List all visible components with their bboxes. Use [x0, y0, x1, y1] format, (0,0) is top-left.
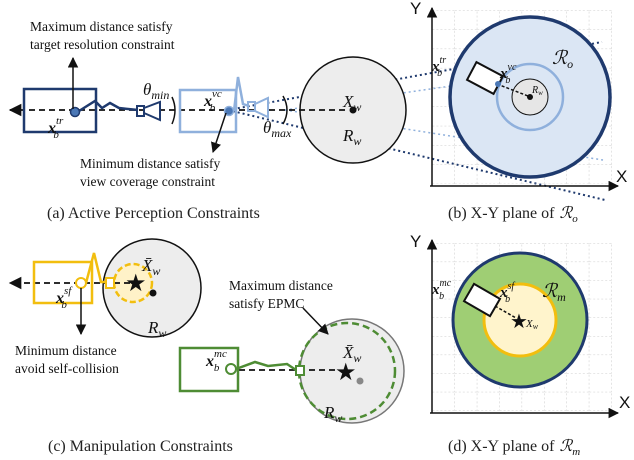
- region-m-inner-ring: [482, 282, 558, 358]
- robot-d: [462, 282, 502, 318]
- robot-d-ray: [494, 305, 517, 319]
- robot-base-near-center: [223, 105, 235, 117]
- note-c-max-line2: satisfy EPMC: [229, 296, 304, 311]
- caption-a: (a) Active Perception Constraints: [47, 205, 260, 222]
- theta-max-arc: [282, 95, 288, 125]
- robot-arm-far: [78, 99, 139, 113]
- robot-b-dot: [495, 81, 501, 87]
- panel-a: Maximum distance satisfy target resoluti…: [8, 19, 606, 222]
- camera-far-icon: [143, 100, 161, 122]
- robot-base-near: [178, 88, 238, 134]
- target-center-c1: [149, 289, 157, 297]
- star-c1: ★: [125, 271, 147, 297]
- min-dist-pointer: [211, 112, 227, 153]
- ee-circle-c2: [297, 321, 397, 421]
- target-center-dot: [349, 106, 357, 114]
- target-center-b: [527, 94, 533, 100]
- target-center-c2: [356, 377, 364, 385]
- label-c-Rw-2: Rw: [323, 403, 342, 425]
- robot-base-c1-center: [75, 277, 87, 289]
- note-min-distance-line2: view coverage constraint: [80, 174, 215, 189]
- label-theta-min: θmin: [143, 80, 169, 102]
- robot-base-c2-center: [225, 363, 237, 375]
- star-c2: ★: [335, 360, 357, 386]
- robot-base-far-center: [69, 106, 81, 118]
- robot-base-c1: [32, 260, 94, 305]
- axis-y-label-b: Y: [410, 0, 421, 18]
- label-Xw: Xw: [342, 92, 361, 114]
- robot-arm-c2: [235, 360, 297, 372]
- robot-arm-c1: [84, 252, 106, 284]
- panel-c: ★ ★ Maximum distance satisfy EPMC Minimu…: [8, 238, 405, 455]
- label-b-Rw: Rw: [531, 85, 543, 97]
- robot-arm-near: [232, 76, 250, 112]
- note-max-distance-line2: target resolution constraint: [30, 37, 175, 52]
- max-dist-pointer-c: [302, 307, 329, 335]
- note-c-min-line1: Minimum distance: [15, 343, 117, 358]
- region-m-label: ℛm: [542, 281, 566, 304]
- label-theta-max: θmax: [263, 118, 292, 140]
- theta-min-arc: [171, 96, 176, 125]
- axis-x-label-b: X: [616, 167, 627, 186]
- camera-near-icon: [254, 96, 269, 119]
- caption-c: (c) Manipulation Constraints: [48, 438, 233, 455]
- label-c-Xbar-1: X̄w: [141, 256, 160, 278]
- robot-wrist-c2: [295, 365, 305, 376]
- robot-wrist-c1: [105, 277, 115, 289]
- robot-wrist-far: [136, 105, 145, 117]
- robot-b-ray: [496, 83, 529, 97]
- axis-x-label-d: X: [619, 393, 630, 412]
- robot-base-far: [22, 87, 98, 134]
- axis-y-label-d: Y: [410, 232, 421, 251]
- note-c-min-line2: avoid self-collision: [15, 361, 119, 376]
- label-c-Xbar-2: X̄w: [342, 343, 361, 365]
- region-o-label: ℛo: [552, 48, 573, 71]
- note-max-distance-line1: Maximum distance satisfy: [30, 19, 173, 34]
- note-min-distance-line1: Minimum distance satisfy: [80, 156, 220, 171]
- label-c-Rw-1: Rw: [147, 318, 166, 340]
- label-Rw: Rw: [342, 126, 361, 148]
- label-d-Xw: Xw: [525, 318, 539, 331]
- note-c-max-line1: Maximum distance: [229, 278, 333, 293]
